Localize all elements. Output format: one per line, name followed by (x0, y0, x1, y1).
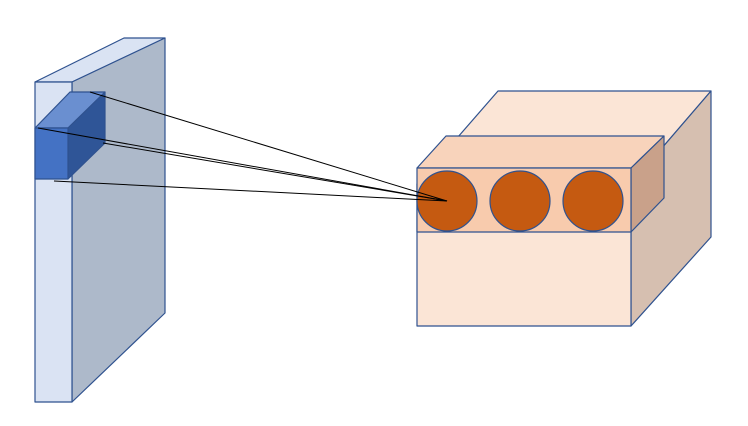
connection-line (53, 180, 448, 202)
output-row-slab-top-face (416, 135, 665, 169)
neurons (416, 170, 624, 232)
receptive-field (34, 91, 106, 180)
neuron-2 (489, 170, 551, 232)
receptive-field-front-face (34, 127, 69, 180)
connection-line (89, 91, 448, 202)
connection-lines (37, 91, 448, 202)
neuron-3 (562, 170, 624, 232)
connection-line (37, 127, 448, 202)
connection-line (102, 142, 448, 202)
